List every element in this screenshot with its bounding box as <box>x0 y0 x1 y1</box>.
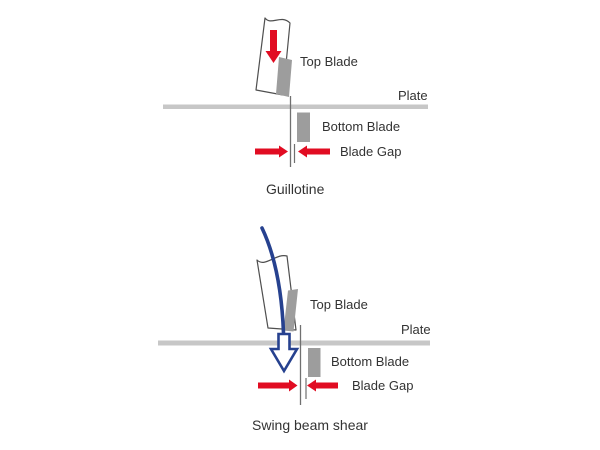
top-blade-label: Top Blade <box>310 297 368 312</box>
bottom-blade-shape <box>308 348 321 377</box>
plate-label: Plate <box>398 88 428 103</box>
bottom-blade-label: Bottom Blade <box>322 119 401 134</box>
top-blade-label: Top Blade <box>300 54 358 69</box>
gap-arrow-right-icon <box>298 145 330 158</box>
bottom-blade-label: Bottom Blade <box>331 354 410 369</box>
swing-motion-curve <box>260 226 286 335</box>
blade-gap-label: Blade Gap <box>352 378 414 393</box>
bottom-blade-shape <box>297 112 310 142</box>
top-blade-shape <box>283 289 298 332</box>
guillotine-diagram <box>163 17 428 167</box>
down-motion-arrow-icon <box>265 30 282 63</box>
gap-arrow-right-icon <box>307 379 338 392</box>
swing-beam-shear-caption: Swing beam shear <box>252 417 368 433</box>
swing-arrow-head-icon <box>268 332 300 374</box>
top-blade-shape <box>276 57 292 97</box>
gap-arrow-left-icon <box>255 145 288 158</box>
plate-bar <box>158 340 430 346</box>
swing-beam-shear-diagram <box>158 226 430 405</box>
blade-gap-label: Blade Gap <box>340 144 402 159</box>
guillotine-caption: Guillotine <box>266 181 325 197</box>
plate-label: Plate <box>401 322 431 337</box>
gap-arrow-left-icon <box>258 379 298 392</box>
plate-bar <box>163 104 428 109</box>
